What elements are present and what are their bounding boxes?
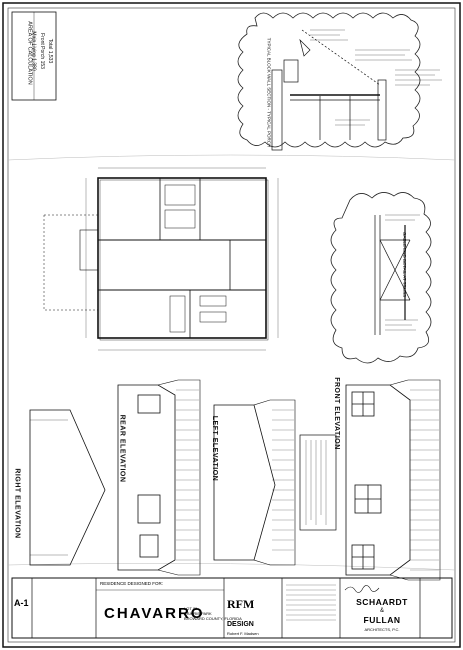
designer-word: DESIGN — [227, 621, 254, 628]
signature-mark — [344, 585, 380, 593]
wall-section-label: TYPICAL BLOCK WALL SECTION - TYPICAL POR… — [266, 37, 272, 148]
sheet-number: A-1 — [14, 598, 29, 608]
area-calc-value: 1,380 — [30, 58, 37, 71]
area-calc-label: Front Porch — [38, 33, 45, 60]
architect-name-2: FULLAN — [363, 615, 401, 625]
designer-block: RFM DESIGN Robert F. Madsen — [227, 595, 281, 636]
left-elevation — [213, 399, 296, 566]
wall-section-drawing — [271, 29, 442, 151]
architect-ampersand: & — [379, 608, 384, 614]
client-name: CHAVARRO — [104, 605, 205, 622]
lot-line: BROWARD COUNTY, FLORIDA — [184, 616, 242, 621]
residence-label: RESIDENCE DESIGNED FOR: — [100, 581, 164, 586]
floor-plan — [43, 167, 279, 351]
right-elevation — [29, 409, 106, 566]
title-block — [11, 577, 453, 639]
designer-logo: RFM — [227, 597, 255, 611]
front-elevation-label: FRONT ELEVATION — [332, 377, 340, 450]
notes-box — [299, 434, 337, 531]
area-calc-label: Total — [47, 38, 54, 50]
area-calc-total: Total 1,533 — [47, 39, 53, 63]
area-calc-label: Main Living — [30, 31, 37, 57]
gable-detail-drawing — [374, 214, 420, 335]
area-calc-value: 153 — [38, 60, 45, 69]
architect-block: SCHAARDT & FULLAN ARCHITECTS, P.C. — [344, 598, 420, 634]
area-calc-main-living: Main Living 1,380 — [31, 31, 37, 70]
area-calc-front-porch: Front Porch 153 — [39, 33, 45, 69]
lot-info: LOT 80 PRAIRIE PARK BROWARD COUNTY, FLOR… — [184, 606, 242, 621]
area-calculation-box — [11, 11, 57, 101]
right-elevation-label: RIGHT ELEVATION — [13, 468, 21, 539]
front-elevation — [345, 379, 441, 581]
rear-elevation — [117, 379, 201, 576]
wall-section-cloud — [237, 12, 421, 148]
lot-line: PRAIRIE PARK — [184, 611, 212, 616]
designer-name: Robert F. Madsen — [227, 631, 259, 636]
left-elevation-label: LEFT ELEVATION — [211, 415, 219, 482]
lot-line: LOT 80 — [184, 606, 198, 611]
architect-name-1: SCHAARDT — [356, 597, 408, 607]
gable-detail-label: GABLE END DETAIL AT TRUSS — [402, 231, 408, 298]
rear-elevation-label: REAR ELEVATION — [118, 414, 126, 483]
architect-subtitle: ARCHITECTS, P.C. — [364, 627, 400, 632]
gable-detail-cloud — [330, 192, 432, 364]
area-calc-value: 1,533 — [47, 50, 54, 64]
